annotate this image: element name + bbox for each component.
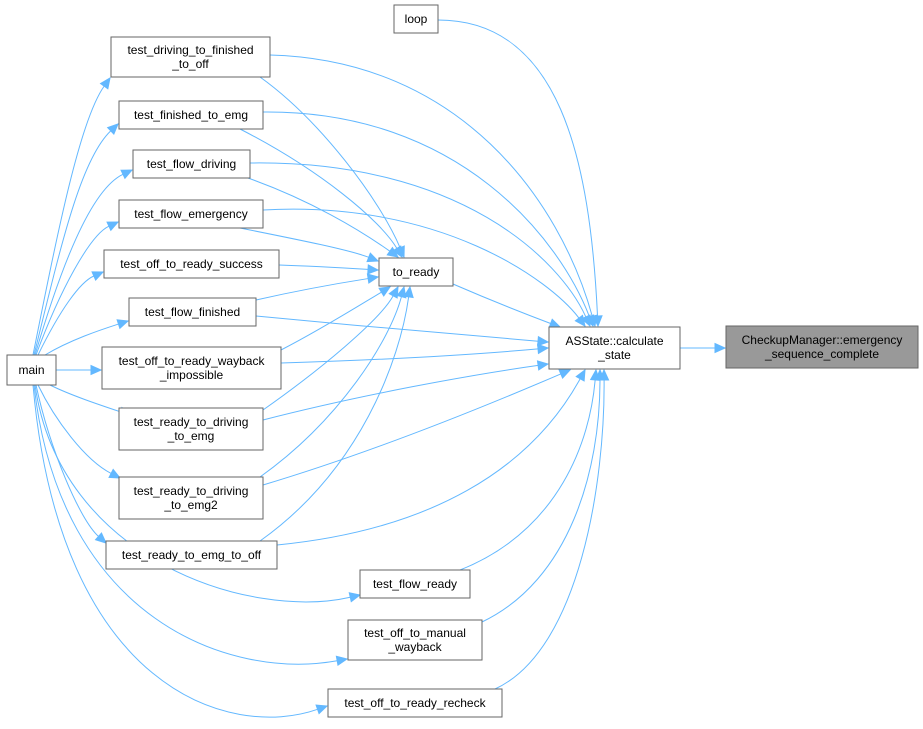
t_rdy_emg_off-to-calc-edge	[276, 368, 586, 546]
t_flow_drv-to-calc-edge	[249, 162, 591, 328]
asstate-calculate-state-label-2: _state	[597, 348, 631, 362]
t_rdy_drv_emg2-to-calc-edge	[262, 369, 572, 486]
test-driving-to-finished-to-off-label-1: test_driving_to_finished	[127, 43, 253, 57]
test-off-to-ready-wayback-impossible-label-1: test_off_to_ready_wayback	[119, 354, 266, 368]
asstate-calculate-state-node[interactable]: ASState::calculate_state	[548, 326, 681, 370]
main-to-t_drive_fin-edge	[32, 77, 111, 356]
test-off-to-ready-recheck-label-1: test_off_to_ready_recheck	[344, 696, 486, 710]
t_rdy_drv_emg2-to-to_ready-edge	[259, 285, 407, 478]
t_rdy_drv_emg-to-to_ready-edge	[262, 285, 399, 411]
t_rdy_emg_off-to-to_ready-edge	[259, 285, 414, 542]
to_ready-to-calc-edge	[452, 283, 562, 329]
test-ready-to-emg-to-off-label-1: test_ready_to_emg_to_off	[122, 548, 262, 562]
test-driving-to-finished-to-off-node[interactable]: test_driving_to_finished_to_off	[110, 36, 271, 78]
test-flow-ready-node[interactable]: test_flow_ready	[359, 569, 471, 599]
calc-to-target-edge	[680, 342, 727, 354]
test-ready-to-driving-to-emg-node[interactable]: test_ready_to_driving_to_emg	[118, 407, 264, 451]
main-to-t_rdy_drv_emg-edge	[49, 384, 132, 417]
main-to-t_flow_fin-edge	[44, 319, 130, 356]
test-finished-to-emg-node[interactable]: test_finished_to_emg	[118, 100, 264, 130]
test-off-to-ready-success-label-1: test_off_to_ready_success	[120, 257, 263, 271]
test-off-to-ready-wayback-impossible-node[interactable]: test_off_to_ready_wayback_impossible	[101, 346, 282, 390]
test-off-to-manual-wayback-label-2: _wayback	[387, 640, 442, 654]
test-finished-to-emg-label-1: test_finished_to_emg	[134, 108, 248, 122]
main-label-1: main	[18, 363, 44, 377]
test-off-to-manual-wayback-node[interactable]: test_off_to_manual_wayback	[347, 619, 483, 661]
t_fin_emg-to-calc-edge	[262, 111, 595, 328]
test-ready-to-driving-to-emg2-label-2: _to_emg2	[163, 498, 218, 512]
test-flow-driving-label-1: test_flow_driving	[147, 157, 236, 171]
test-ready-to-driving-to-emg2-label-1: test_ready_to_driving	[134, 484, 249, 498]
main-to-t_flow_emg-edge	[35, 221, 120, 356]
test-flow-driving-node[interactable]: test_flow_driving	[132, 149, 251, 179]
t_off_recheck-to-calc-edge	[494, 368, 610, 690]
main-to-t_rdy_emg_off-edge	[35, 384, 107, 544]
test-flow-ready-label-1: test_flow_ready	[373, 577, 457, 591]
main-to-t_off_manual-edge	[33, 384, 349, 667]
loop-to-calc-edge	[437, 19, 603, 328]
test-off-to-manual-wayback-label-1: test_off_to_manual	[364, 626, 466, 640]
test-flow-emergency-node[interactable]: test_flow_emergency	[118, 199, 264, 229]
test-off-to-ready-wayback-impossible-label-2: _impossible	[159, 368, 224, 382]
test-ready-to-driving-to-emg-label-2: _to_emg	[167, 429, 215, 443]
t_off_manual-to-calc-edge	[481, 368, 606, 623]
t_flow_drv-to-to_ready-edge	[247, 177, 399, 258]
to-ready-node[interactable]: to_ready	[378, 257, 454, 287]
test-ready-to-emg-to-off-node[interactable]: test_ready_to_emg_to_off	[105, 540, 278, 570]
t_off_wayback-to-to_ready-edge	[280, 286, 392, 351]
main-to-t_off_wayback-edge	[55, 364, 103, 376]
t_flow_emg-to-calc-edge	[262, 208, 586, 327]
test-flow-finished-label-1: test_flow_finished	[145, 305, 240, 319]
t_rdy_drv_emg-to-calc-edge	[262, 360, 550, 421]
loop-label-1: loop	[405, 12, 428, 26]
t_flow_emg-to-to_ready-edge	[239, 227, 380, 263]
t_fin_emg-to-to_ready-edge	[239, 128, 403, 259]
test-flow-finished-node[interactable]: test_flow_finished	[128, 297, 257, 327]
main-node[interactable]: main	[6, 354, 57, 386]
t_off_ready-to-to_ready-edge	[278, 264, 380, 275]
t_off_wayback-to-calc-edge	[280, 343, 550, 364]
loop-node[interactable]: loop	[393, 4, 439, 34]
test-flow-emergency-label-1: test_flow_emergency	[134, 207, 247, 221]
t_flow_ready-to-calc-edge	[459, 368, 601, 571]
checkupmanager-emergency-sequence-complete-label-2: _sequence_complete	[764, 347, 879, 361]
test-driving-to-finished-to-off-label-2: _to_off	[171, 57, 209, 71]
test-off-to-ready-recheck-node[interactable]: test_off_to_ready_recheck	[327, 688, 503, 718]
asstate-calculate-state-label-1: ASState::calculate	[565, 334, 663, 348]
test-ready-to-driving-to-emg-label-1: test_ready_to_driving	[134, 415, 249, 429]
checkupmanager-emergency-sequence-complete-label-1: CheckupManager::emergency	[742, 333, 903, 347]
t_flow_fin-to-calc-edge	[255, 315, 550, 347]
checkupmanager-emergency-sequence-complete-node[interactable]: CheckupManager::emergency_sequence_compl…	[725, 325, 919, 369]
main-to-t_off_recheck-edge	[32, 384, 329, 718]
t_flow_fin-to-to_ready-edge	[255, 273, 380, 301]
main-to-t_off_ready-edge	[37, 271, 105, 356]
test-off-to-ready-success-node[interactable]: test_off_to_ready_success	[103, 249, 280, 279]
main-to-t_rdy_drv_emg2-edge	[37, 384, 122, 479]
main-to-t_flow_drv-edge	[34, 169, 134, 356]
test-ready-to-driving-to-emg2-node[interactable]: test_ready_to_driving_to_emg2	[118, 476, 264, 520]
main-to-t_fin_emg-edge	[33, 123, 119, 356]
to-ready-label-1: to_ready	[393, 265, 440, 279]
